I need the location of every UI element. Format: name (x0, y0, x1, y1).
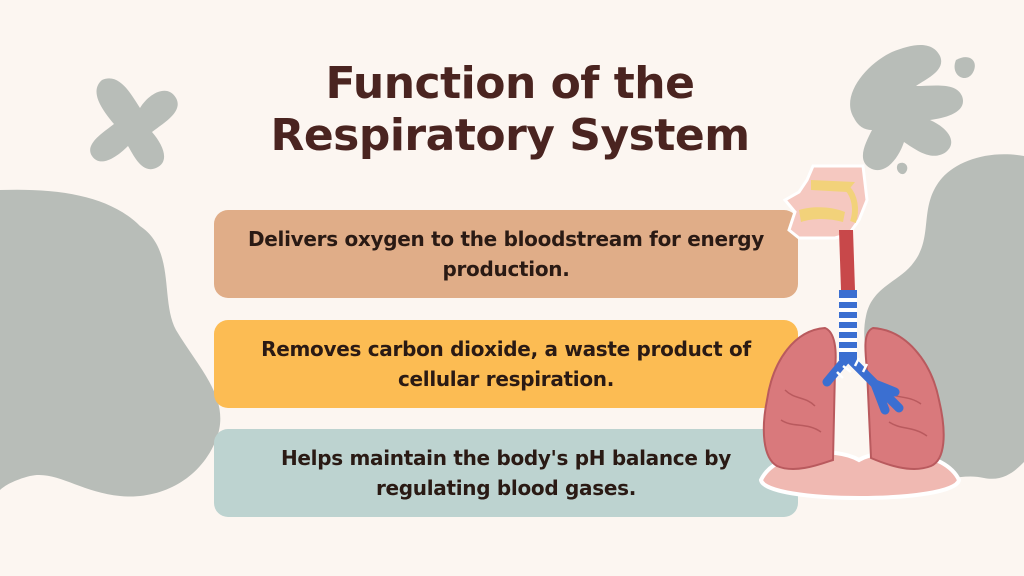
text-line: Delivers oxygen to the bloodstream for e… (247, 227, 765, 251)
function-text-carbon-dioxide: Removes carbon dioxide, a waste product … (261, 334, 751, 394)
page-title: Function of the Respiratory System (160, 58, 860, 162)
nasal-cavity (811, 180, 855, 192)
title-line-1: Function of the (325, 58, 695, 109)
bronchi-stripes (836, 357, 869, 379)
trachea (839, 290, 857, 360)
function-card-oxygen: Delivers oxygen to the bloodstream for e… (214, 210, 798, 298)
larynx (839, 230, 855, 290)
function-text-oxygen: Delivers oxygen to the bloodstream for e… (248, 224, 764, 284)
title-line-2: Respiratory System (270, 110, 750, 161)
text-line: production. (442, 257, 570, 281)
bronchi (822, 353, 904, 415)
oral-cavity (799, 207, 845, 222)
function-card-carbon-dioxide: Removes carbon dioxide, a waste product … (214, 320, 798, 408)
x-shape-decoration (90, 78, 178, 170)
left-blob-decoration (0, 189, 221, 497)
text-line: Helps maintain the body's pH balance by (280, 446, 732, 470)
function-text-ph-balance: Helps maintain the body's pH balance by … (281, 443, 731, 503)
respiratory-system-illustration (758, 164, 962, 500)
text-line: regulating blood gases. (375, 476, 637, 500)
function-card-ph-balance: Helps maintain the body's pH balance by … (214, 429, 798, 517)
pharynx (844, 185, 858, 223)
text-line: cellular respiration. (397, 367, 615, 391)
leaf-blob-decoration (850, 45, 975, 175)
lung-texture (780, 389, 928, 437)
text-line: Removes carbon dioxide, a waste product … (261, 337, 751, 361)
